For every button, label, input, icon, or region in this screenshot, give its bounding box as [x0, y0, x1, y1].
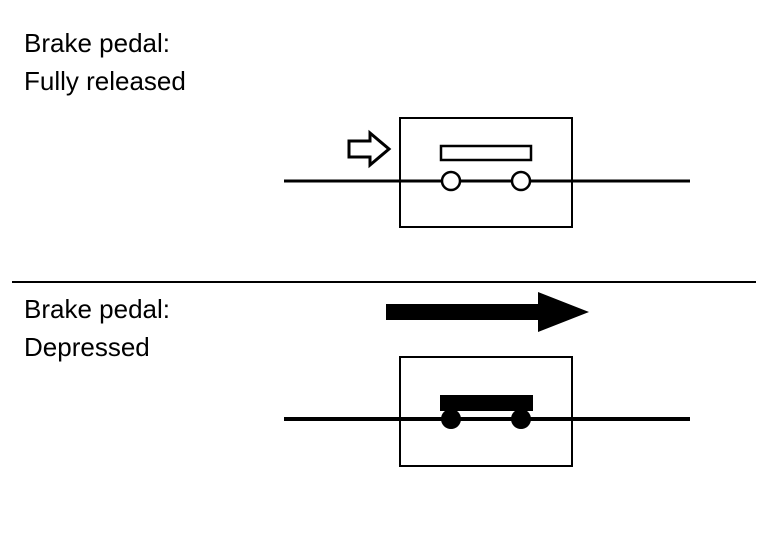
released-label-line2: Fully released: [24, 66, 186, 96]
released-switch-housing: [399, 117, 573, 228]
depressed-label-line1: Brake pedal:: [24, 294, 170, 324]
released-label-line1: Brake pedal:: [24, 28, 170, 58]
push-arrow-outline-icon: [347, 129, 392, 169]
depressed-switch: [284, 292, 690, 467]
depressed-switch-housing: [399, 356, 573, 467]
released-terminal-right: [510, 170, 532, 192]
released-contact-bar: [439, 144, 533, 162]
depressed-label: Brake pedal: Depressed: [24, 290, 170, 366]
depressed-label-line2: Depressed: [24, 332, 150, 362]
released-label: Brake pedal: Fully released: [24, 24, 186, 100]
released-switch: [284, 117, 690, 228]
depressed-terminal-right: [511, 409, 531, 429]
depressed-terminal-left: [441, 409, 461, 429]
depressed-contact-bar: [440, 395, 533, 411]
depress-arrow-icon: [386, 292, 589, 332]
released-terminal-left: [440, 170, 462, 192]
